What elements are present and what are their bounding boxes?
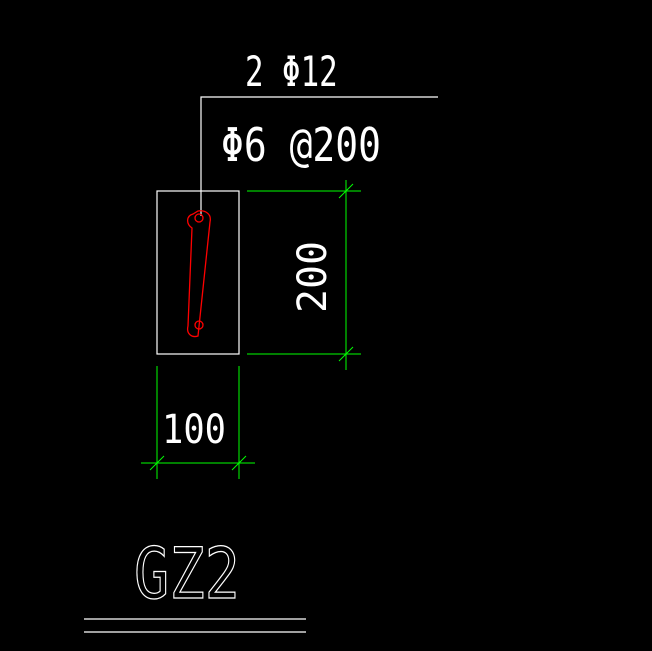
leader-group: 2 Φ12 Φ6 @200 xyxy=(200,48,438,216)
stirrup-label: Φ6 @200 xyxy=(221,118,381,172)
rebar-top xyxy=(194,213,204,223)
height-dimension-label: 200 xyxy=(290,241,336,313)
width-dimension xyxy=(141,366,255,479)
rebar-label: 2 Φ12 xyxy=(245,48,338,97)
stirrup-outer-path xyxy=(186,210,211,338)
rebar-bottom xyxy=(194,320,204,330)
height-dimension xyxy=(247,180,361,370)
section-title: GZ2 xyxy=(134,533,240,615)
column-section-outline xyxy=(156,190,240,355)
width-dimension-label: 100 xyxy=(162,407,226,453)
stirrup-shape xyxy=(186,210,211,338)
leader-line xyxy=(200,96,438,216)
